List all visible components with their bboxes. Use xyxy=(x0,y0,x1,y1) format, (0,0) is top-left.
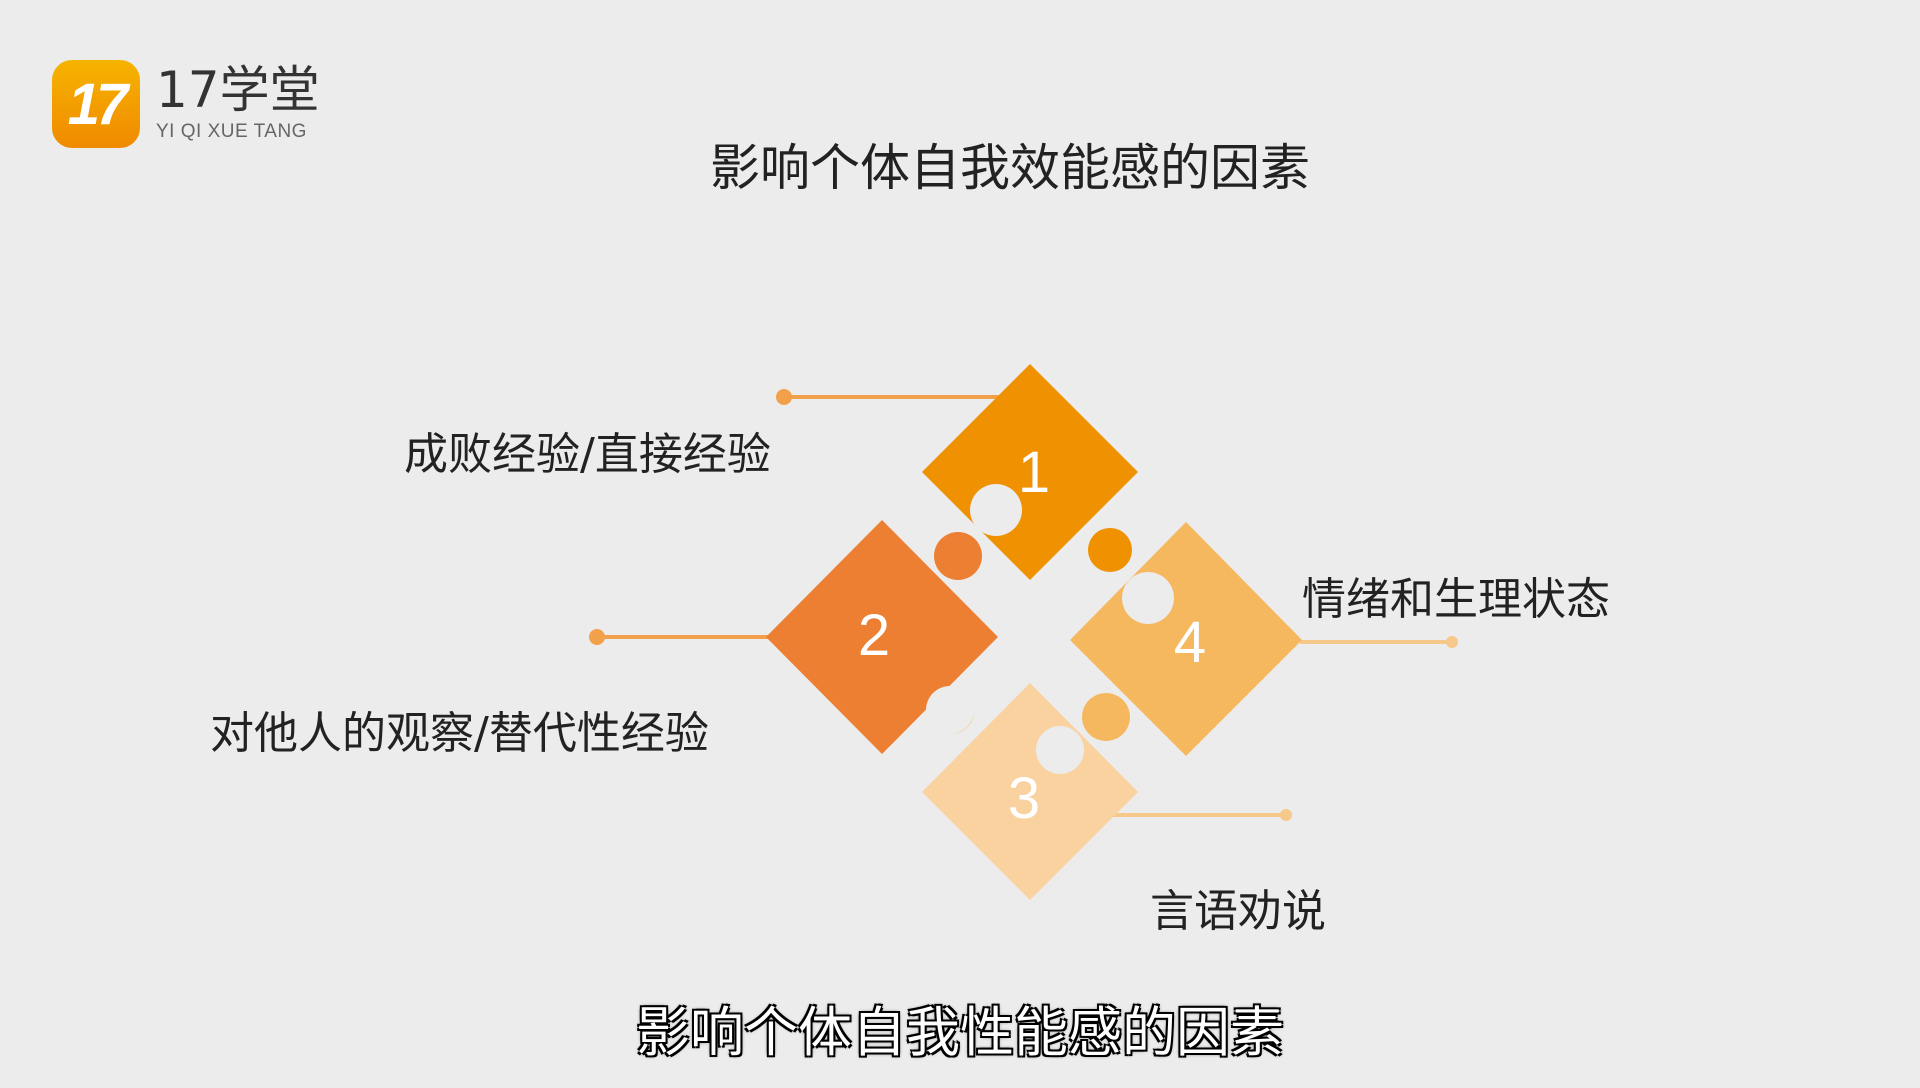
puzzle-piece-4-tab xyxy=(1082,693,1130,741)
logo-text: 17学堂 YI QI XUE TANG xyxy=(156,65,320,143)
puzzle-piece-1-notch xyxy=(970,484,1022,536)
connector-dot-2 xyxy=(589,629,605,645)
piece-number-1: 1 xyxy=(1018,440,1050,505)
puzzle-piece-3-notch xyxy=(1036,726,1084,774)
logo-subtitle: YI QI XUE TANG xyxy=(156,121,307,142)
puzzle-piece-3-body xyxy=(922,683,1138,900)
puzzle-piece-4-body xyxy=(1070,522,1302,756)
factor-label-1: 成败经验/直接经验 xyxy=(404,429,771,480)
puzzle-piece-2-notch xyxy=(926,686,974,734)
puzzle-piece-1-tab xyxy=(1088,528,1132,572)
piece-number-4: 4 xyxy=(1174,610,1206,675)
logo-icon: 17 xyxy=(52,60,140,148)
puzzle-piece-2 xyxy=(766,520,998,754)
puzzle-piece-1 xyxy=(922,364,1138,580)
factor-label-4: 情绪和生理状态 xyxy=(1302,574,1610,625)
video-subtitle: 影响个体自我性能感的因素 xyxy=(636,1001,1284,1064)
puzzle-piece-4-notch xyxy=(1122,572,1174,624)
piece-number-3: 3 xyxy=(1008,766,1040,831)
piece-number-2: 2 xyxy=(858,603,890,668)
connector-lines xyxy=(589,389,1458,821)
connector-dot-4 xyxy=(1446,636,1458,648)
puzzle-piece-2-tab xyxy=(934,532,982,580)
logo-name: 17学堂 xyxy=(156,61,320,119)
connector-dot-1 xyxy=(776,389,792,405)
logo: 17 17学堂 YI QI XUE TANG xyxy=(52,60,320,148)
puzzle-piece-4 xyxy=(1070,522,1302,756)
connector-dot-3 xyxy=(1280,809,1292,821)
page-title: 影响个体自我效能感的因素 xyxy=(710,139,1310,197)
factor-label-3: 言语劝说 xyxy=(1150,886,1326,937)
factor-label-2: 对他人的观察/替代性经验 xyxy=(210,708,709,759)
